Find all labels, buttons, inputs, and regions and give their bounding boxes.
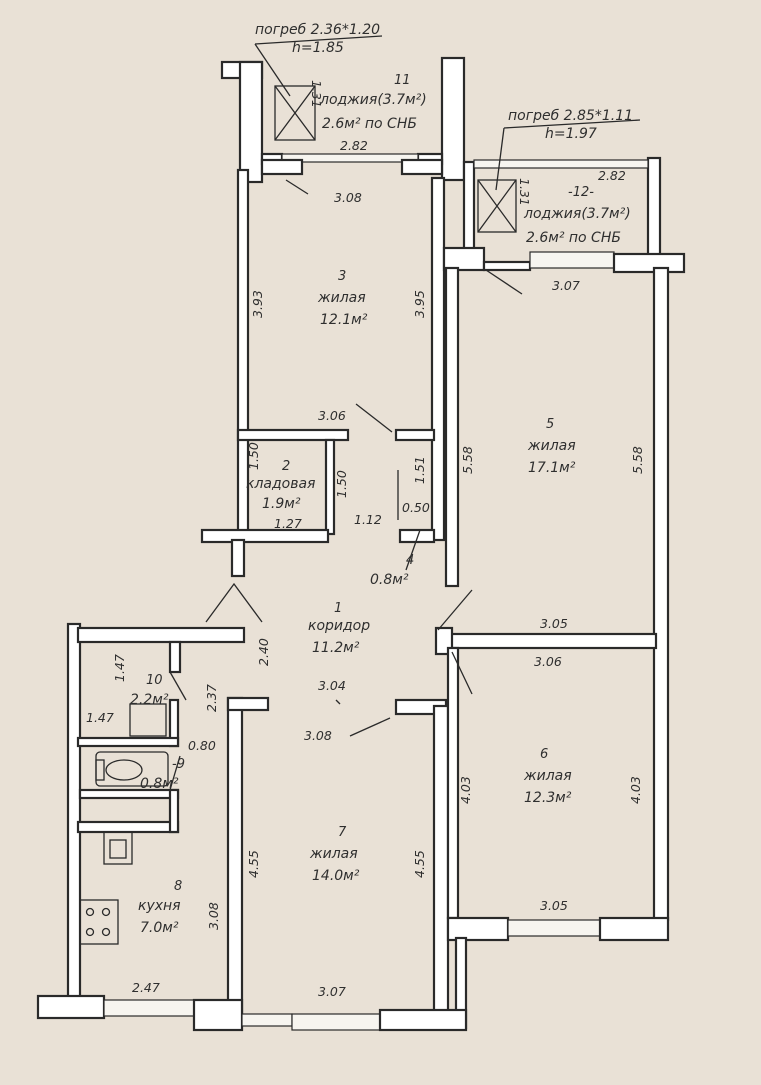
dim-room3-left: 3.93: [250, 290, 265, 318]
dim-room5-bottom: 3.05: [540, 616, 568, 631]
room-8-name: кухня: [138, 898, 181, 914]
room-2-name: кладовая: [246, 476, 315, 492]
room-4-area: 0.8м²: [370, 572, 409, 588]
dim-bath-right: 2.37: [204, 684, 219, 712]
room-3-area: 12.1м²: [320, 312, 368, 328]
room-12-area: 2.6м² по СНБ: [526, 230, 621, 246]
cellar-1-height: h=1.85: [292, 40, 344, 56]
room-1-name: коридор: [308, 618, 370, 634]
room-2-number: 2: [282, 459, 290, 474]
dim-corridor-side: 2.40: [256, 638, 271, 666]
dim-room3-right: 3.95: [412, 290, 427, 318]
room-8-number: 8: [174, 879, 182, 894]
room-8-area: 7.0м²: [140, 920, 179, 936]
room-9-area: 0.8м²: [140, 776, 179, 792]
dim-room7-left: 4.55: [246, 850, 261, 878]
dim-room7-right: 4.55: [412, 850, 427, 878]
dim-corridor-width: 1.12: [354, 512, 382, 527]
room-5-area: 17.1м²: [528, 460, 576, 476]
dim-loggia12-depth: 1.31: [517, 178, 532, 206]
dim-room5-left: 5.58: [460, 446, 475, 474]
room-3-number: 3: [338, 269, 346, 284]
dim-bath-height: 1.47: [112, 654, 127, 682]
room-10-area: 2.2м²: [130, 692, 169, 708]
dim-kitchen-bottom: 2.47: [132, 980, 160, 995]
dim-room5-right: 5.58: [630, 446, 645, 474]
dim-room7-bottom: 3.07: [318, 984, 346, 999]
dim-room6-top: 3.06: [534, 654, 562, 669]
dim-room7-top: 3.08: [304, 728, 332, 743]
dim-room5-top: 3.07: [552, 278, 580, 293]
room-5-number: 5: [546, 417, 554, 432]
dim-pantry-width: 1.27: [274, 516, 302, 531]
room-4-number: 4: [406, 553, 414, 568]
room-7-name: жилая: [309, 846, 358, 862]
room-5-name: жилая: [527, 438, 576, 454]
dim-room6-right: 4.03: [628, 776, 643, 804]
dim-kitchen-right: 3.08: [206, 902, 221, 930]
dim-closet-height: 1.51: [412, 456, 427, 484]
room-11-number: 11: [394, 73, 411, 88]
dim-pantry-height-left: 1.50: [246, 442, 261, 470]
room-11-area: 2.6м² по СНБ: [322, 116, 417, 132]
dim-loggia11-width: 2.82: [340, 138, 368, 153]
room-7-number: 7: [338, 825, 347, 840]
room-3-name: жилая: [317, 290, 366, 306]
dimensions: 1.31 2.82 1.31 2.82 3.08 3.93 3.95 3.06 …: [86, 80, 645, 999]
cellar-2-height: h=1.97: [545, 126, 597, 142]
dim-loggia11-depth: 1.31: [309, 80, 324, 108]
cellar-2-size: погреб 2.85*1.11: [508, 108, 633, 124]
dim-room6-bottom: 3.05: [540, 898, 568, 913]
dim-wc-width: 0.80: [188, 738, 216, 753]
dim-room3-bottom: 3.06: [318, 408, 346, 423]
room-6-name: жилая: [523, 768, 572, 784]
room-6-number: 6: [540, 747, 548, 762]
dim-room7-top-outer: 3.04: [318, 678, 346, 693]
room-12-name: лоджия(3.7м²): [523, 206, 631, 222]
room-6-area: 12.3м²: [524, 790, 572, 806]
dim-pantry-height-right: 1.50: [334, 470, 349, 498]
cellar-hatch-1: [274, 85, 316, 141]
dim-bath-side: 1.47: [86, 710, 114, 725]
dim-room3-top: 3.08: [334, 190, 362, 205]
room-11-name: лоджия(3.7м²): [319, 92, 427, 108]
dim-room6-left: 4.03: [458, 776, 473, 804]
room-9-number: -9: [172, 757, 185, 772]
room-7-area: 14.0м²: [312, 868, 360, 884]
cellar-1-size: погреб 2.36*1.20: [255, 22, 380, 38]
room-12-number: -12-: [568, 185, 594, 200]
walls: [36, 56, 686, 1032]
dim-closet-width: 0.50: [402, 500, 430, 515]
dim-loggia12-width: 2.82: [598, 168, 626, 183]
room-1-number: 1: [334, 601, 342, 616]
room-2-area: 1.9м²: [262, 496, 301, 512]
room-10-number: 10: [146, 673, 163, 688]
room-1-area: 11.2м²: [312, 640, 360, 656]
fixtures: [79, 35, 641, 945]
